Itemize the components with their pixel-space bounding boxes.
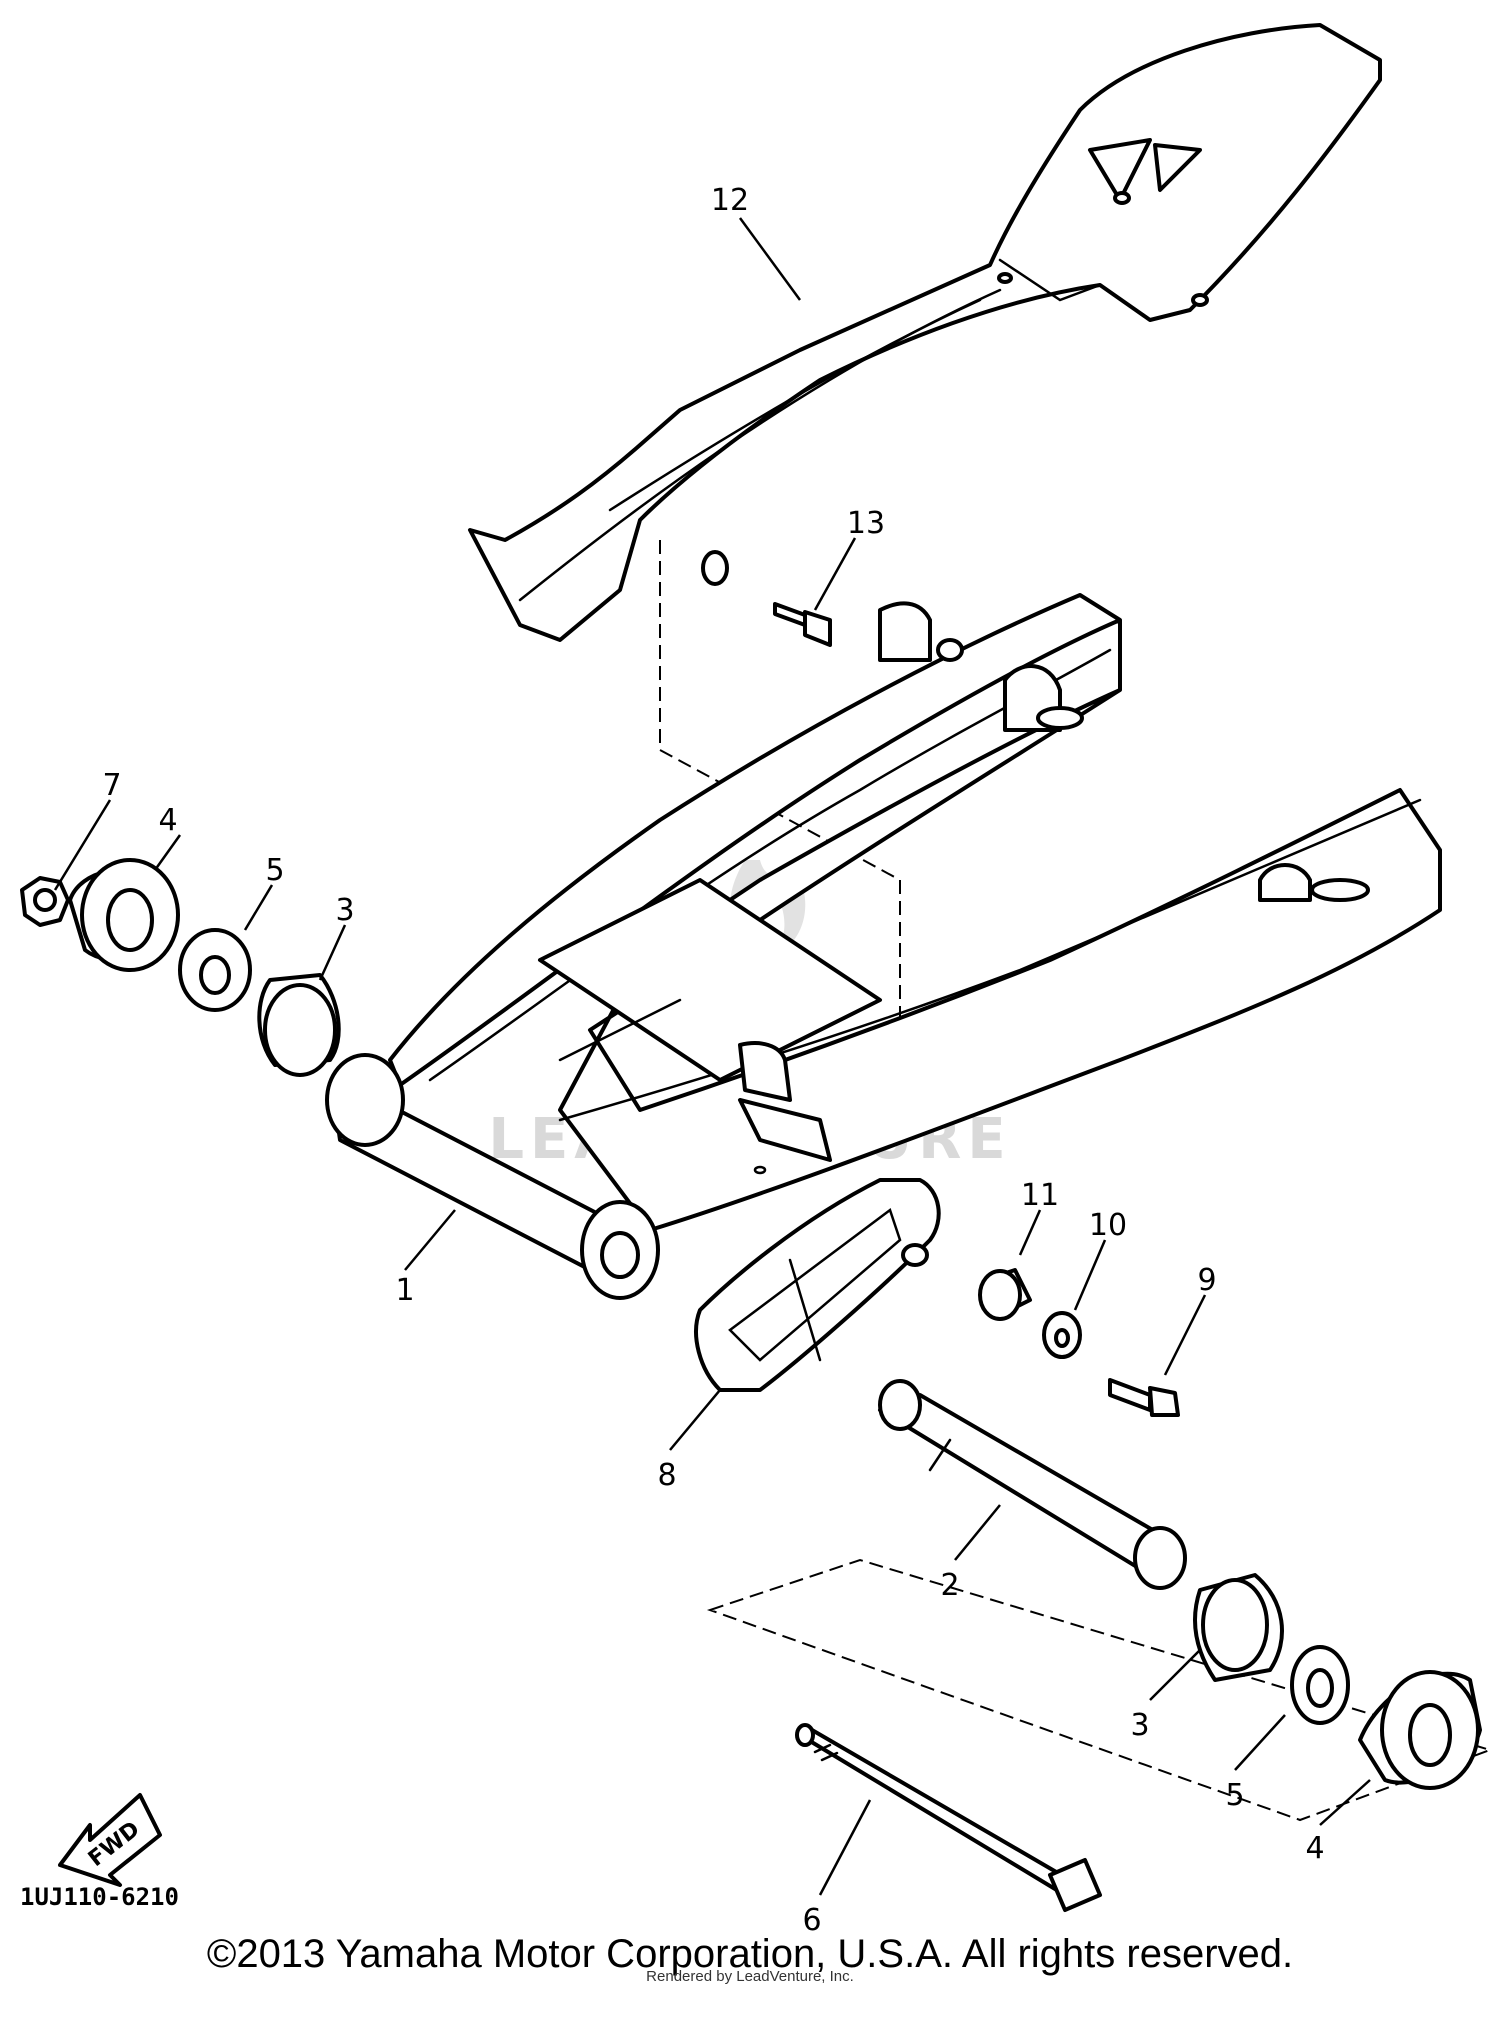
lower-right-parts <box>1193 1573 1482 1790</box>
callout-4-right: 4 <box>1305 1831 1324 1866</box>
right-parts <box>978 1268 1180 1417</box>
pivot-bolt-part <box>795 1723 1102 1912</box>
callout-13: 13 <box>847 506 885 541</box>
callout-3-right: 3 <box>1130 1708 1149 1743</box>
callout-4-left: 4 <box>158 803 177 838</box>
callout-1: 1 <box>395 1273 414 1308</box>
bolt-13-part <box>773 602 832 647</box>
leader-lines <box>53 217 1371 1896</box>
callout-11: 11 <box>1021 1178 1059 1213</box>
callouts: 12 13 7 4 5 3 1 8 11 10 9 2 3 5 4 6 <box>102 183 1324 1938</box>
callout-2: 2 <box>940 1568 959 1603</box>
left-parts <box>20 858 341 1077</box>
part-code: 1UJ110-6210 <box>20 1883 179 1911</box>
callout-5-left: 5 <box>265 853 284 888</box>
chain-guard-part <box>468 23 1382 642</box>
callout-3-left: 3 <box>335 893 354 928</box>
fwd-arrow: FWD <box>58 1793 162 1887</box>
rendered-by-notice: Rendered by LeadVenture, Inc. <box>646 1968 854 1985</box>
callout-6: 6 <box>802 1903 821 1938</box>
alignment-plane-upper <box>659 540 901 1090</box>
pivot-shaft-part <box>878 1379 1187 1590</box>
alignment-plane-lower <box>706 1558 1494 1822</box>
callout-10: 10 <box>1089 1208 1127 1243</box>
callout-7: 7 <box>102 768 121 803</box>
callout-12: 12 <box>711 183 749 218</box>
copyright-notice: ©2013 Yamaha Motor Corporation, U.S.A. A… <box>206 1932 1294 1976</box>
callout-9: 9 <box>1197 1263 1216 1298</box>
callout-5-right: 5 <box>1225 1778 1244 1813</box>
swingarm-part <box>325 593 1442 1300</box>
chain-guide-part <box>694 1178 941 1392</box>
callout-8: 8 <box>657 1458 676 1493</box>
